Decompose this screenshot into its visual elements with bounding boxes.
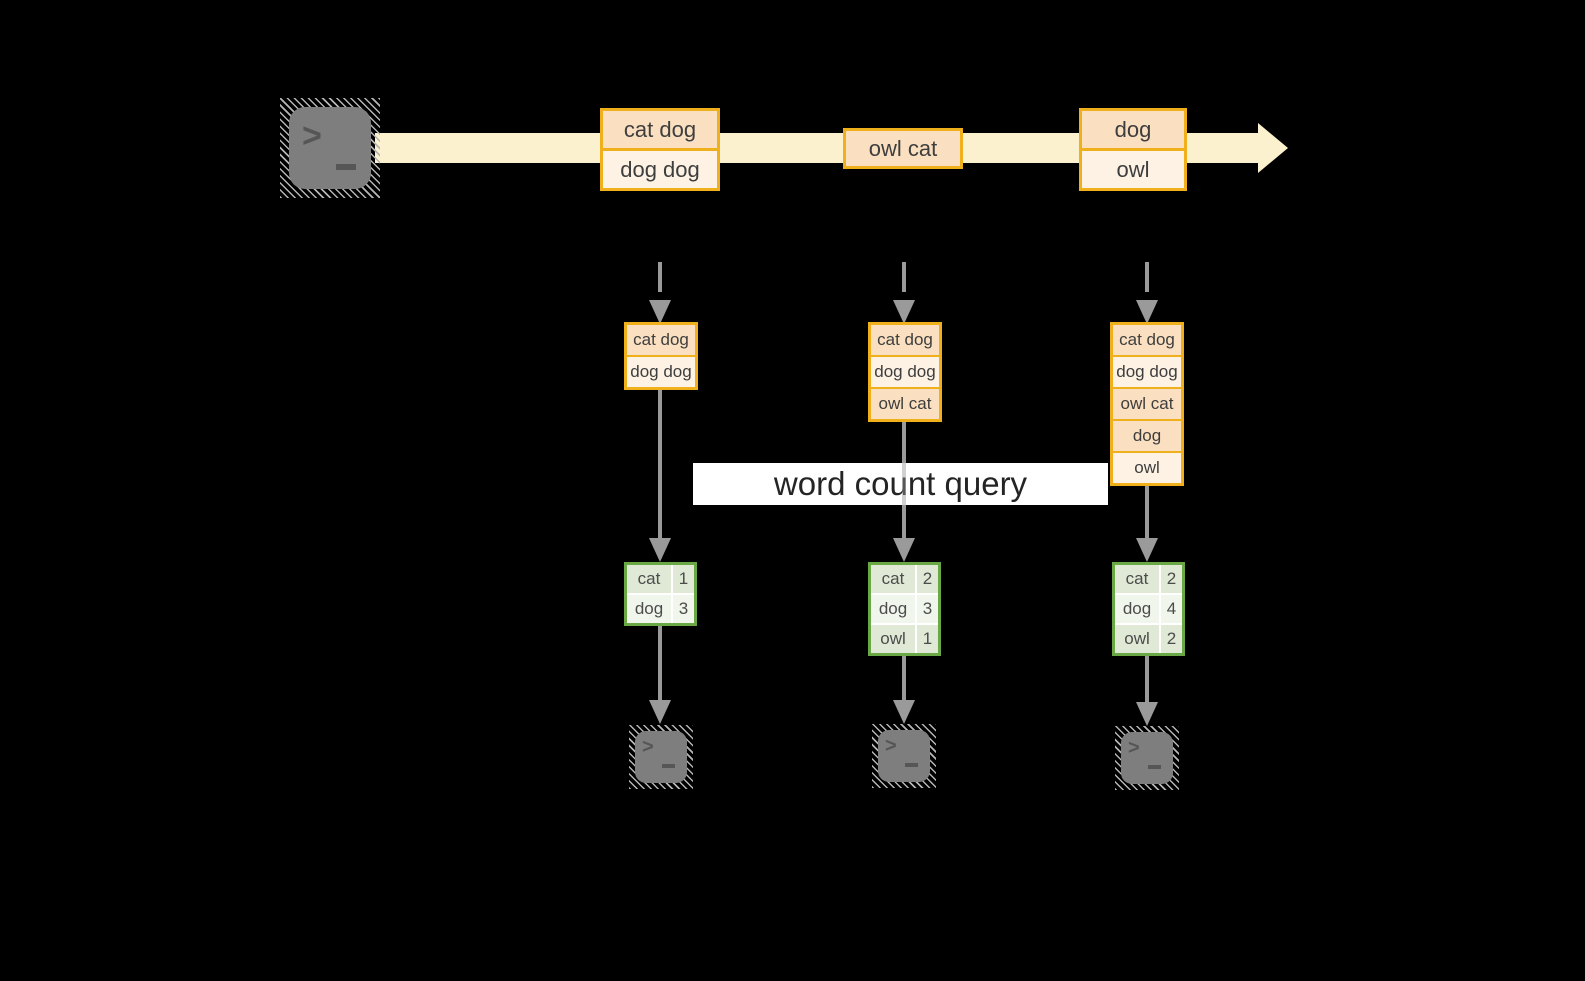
record-row: cat dog [627, 325, 695, 355]
count-table-2: cat 2 dog 3 owl 1 [868, 562, 941, 656]
count-value: 2 [1161, 565, 1182, 593]
buffer-stack-1: cat dog dog dog [624, 322, 698, 390]
prompt-underscore-icon [1148, 765, 1161, 769]
record-row: owl cat [1113, 387, 1181, 419]
ingest-arrow-dash [902, 262, 906, 292]
result-arrow-line [1145, 656, 1149, 702]
count-word: owl [1115, 625, 1159, 653]
count-word: cat [627, 565, 671, 593]
stream-batch-1: cat dog dog dog [600, 108, 720, 191]
sink-terminal-icon-1: > [629, 725, 693, 789]
record-row: owl [1113, 451, 1181, 483]
count-word: cat [1115, 565, 1159, 593]
record-row: cat dog [871, 325, 939, 355]
count-value: 2 [1161, 625, 1182, 653]
stream-batch-3: dog owl [1079, 108, 1187, 191]
record-row: cat dog [1113, 325, 1181, 355]
query-arrowhead-icon [893, 538, 915, 562]
ingest-arrow-dash [658, 262, 662, 292]
prompt-chevron-icon: > [885, 735, 897, 757]
prompt-chevron-icon: > [302, 117, 322, 155]
sink-terminal-icon-3: > [1115, 726, 1179, 790]
terminal-screen: > [635, 731, 687, 783]
count-word: dog [871, 595, 915, 623]
query-arrowhead-icon [1136, 538, 1158, 562]
terminal-screen: > [289, 107, 371, 189]
ingest-arrowhead-icon [1136, 300, 1158, 324]
prompt-underscore-icon [336, 164, 356, 170]
record-row: dog dog [627, 355, 695, 387]
ingest-arrowhead-icon [893, 300, 915, 324]
record-row: owl [1082, 148, 1184, 188]
record-row: owl cat [871, 387, 939, 419]
record-row: dog dog [1113, 355, 1181, 387]
ingest-arrowhead-icon [649, 300, 671, 324]
count-table-1: cat 1 dog 3 [624, 562, 697, 626]
count-value: 3 [917, 595, 938, 623]
terminal-screen: > [878, 730, 930, 782]
count-value: 4 [1161, 595, 1182, 623]
terminal-screen: > [1121, 732, 1173, 784]
query-arrowhead-icon [649, 538, 671, 562]
ingest-arrow-dash [1145, 262, 1149, 292]
count-value: 3 [673, 595, 694, 623]
count-value: 1 [917, 625, 938, 653]
stream-batch-2: owl cat [843, 128, 963, 169]
record-row: dog dog [603, 148, 717, 188]
result-arrowhead-icon [1136, 702, 1158, 726]
query-arrow-line [658, 390, 662, 540]
prompt-chevron-icon: > [642, 736, 654, 758]
record-row: dog [1082, 111, 1184, 148]
buffer-stack-2: cat dog dog dog owl cat [868, 322, 942, 422]
stream-arrowhead-icon [1258, 123, 1288, 173]
source-terminal-icon: > [280, 98, 380, 198]
record-row: dog [1113, 419, 1181, 451]
count-table-3: cat 2 dog 4 owl 2 [1112, 562, 1185, 656]
buffer-stack-3: cat dog dog dog owl cat dog owl [1110, 322, 1184, 486]
record-row: cat dog [603, 111, 717, 148]
result-arrow-line [658, 626, 662, 700]
count-word: cat [871, 565, 915, 593]
sink-terminal-icon-2: > [872, 724, 936, 788]
count-word: dog [627, 595, 671, 623]
result-arrowhead-icon [649, 700, 671, 724]
query-line-overlay [902, 463, 906, 505]
record-row: dog dog [871, 355, 939, 387]
count-word: dog [1115, 595, 1159, 623]
result-arrowhead-icon [893, 700, 915, 724]
prompt-underscore-icon [905, 763, 918, 767]
result-arrow-line [902, 656, 906, 700]
query-label: word count query [693, 463, 1108, 505]
count-value: 1 [673, 565, 694, 593]
count-word: owl [871, 625, 915, 653]
prompt-chevron-icon: > [1128, 737, 1140, 759]
count-value: 2 [917, 565, 938, 593]
record-row: owl cat [846, 131, 960, 166]
query-arrow-line [1145, 486, 1149, 540]
prompt-underscore-icon [662, 764, 675, 768]
